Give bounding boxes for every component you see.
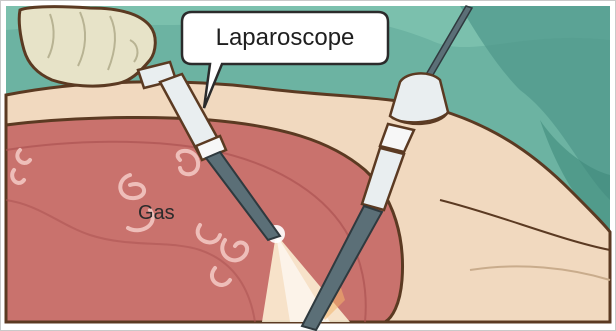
- hand-glove-icon: [19, 7, 155, 86]
- callout-label: Laparoscope: [216, 24, 355, 51]
- gas-label: Gas: [138, 202, 175, 224]
